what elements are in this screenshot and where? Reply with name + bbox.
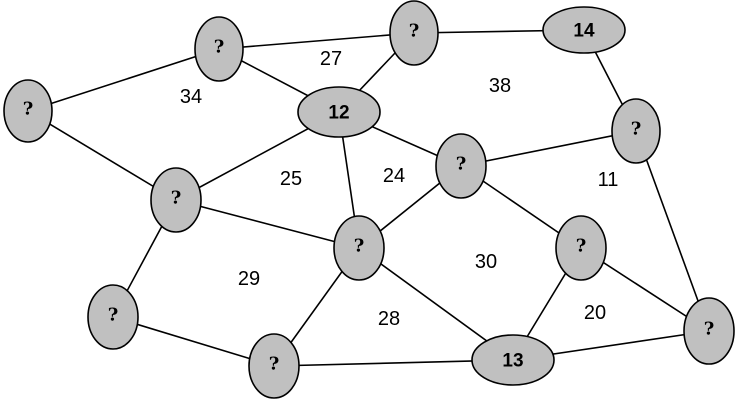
region-label: 30 <box>475 251 497 273</box>
node-layer: ??? 14 12??????? 13? <box>3 0 735 399</box>
region-label: 29 <box>238 268 260 290</box>
node-ellipse <box>194 16 244 82</box>
edge-g-h <box>175 199 360 249</box>
node-label: ? <box>171 188 182 209</box>
graph-node: 12 <box>297 86 381 138</box>
graph-node: ? <box>150 167 202 233</box>
node-label: ? <box>631 119 642 140</box>
node-ellipse <box>87 284 139 350</box>
node-label: ? <box>354 236 365 257</box>
node-ellipse <box>611 98 661 164</box>
region-label-layer: 34 27 38 25 24 11 29 30 28 20 <box>180 48 619 330</box>
graph-node: 14 <box>542 6 626 54</box>
node-label: ? <box>214 37 225 58</box>
node-ellipse <box>542 6 626 54</box>
node-ellipse <box>389 0 439 66</box>
node-label: ? <box>269 354 280 375</box>
edge-a-b <box>27 48 220 112</box>
graph-node: 13 <box>471 334 555 386</box>
edge-i-f <box>460 130 637 167</box>
node-ellipse <box>435 133 487 199</box>
graph-node: ? <box>333 215 385 281</box>
edge-a-g <box>27 110 177 201</box>
graph-node: ? <box>435 133 487 199</box>
region-label: 28 <box>378 308 400 330</box>
node-ellipse <box>150 167 202 233</box>
node-label: ? <box>456 154 467 175</box>
region-label: 20 <box>584 302 606 324</box>
region-label: 24 <box>383 165 405 187</box>
region-label: 11 <box>598 169 619 191</box>
node-ellipse <box>297 86 381 138</box>
edge-k-l <box>112 316 275 367</box>
node-ellipse <box>555 215 607 281</box>
graph-node: ? <box>194 16 244 82</box>
graph-node: ? <box>389 0 439 66</box>
node-label: ? <box>704 319 715 340</box>
graph-node: ? <box>555 215 607 281</box>
edge-f-n <box>635 130 710 332</box>
region-label: 38 <box>489 75 511 97</box>
node-label: ? <box>576 236 587 257</box>
node-ellipse <box>248 333 300 399</box>
node-label: ? <box>409 21 420 42</box>
graph-node: ? <box>248 333 300 399</box>
graph-node: ? <box>3 79 53 143</box>
region-label: 27 <box>320 48 342 70</box>
node-ellipse <box>333 215 385 281</box>
edge-b-c <box>218 32 415 50</box>
node-label: ? <box>108 305 119 326</box>
graph-node: ? <box>683 297 735 365</box>
node-label: ? <box>23 99 34 120</box>
node-ellipse <box>471 334 555 386</box>
region-label: 25 <box>280 168 302 190</box>
node-ellipse <box>683 297 735 365</box>
node-label: 12 <box>328 103 349 124</box>
graph-node: ? <box>87 284 139 350</box>
region-label: 34 <box>180 86 202 108</box>
node-label: 14 <box>573 21 595 42</box>
graph-node: ? <box>611 98 661 164</box>
node-label: 13 <box>502 351 523 372</box>
node-ellipse <box>3 79 53 143</box>
